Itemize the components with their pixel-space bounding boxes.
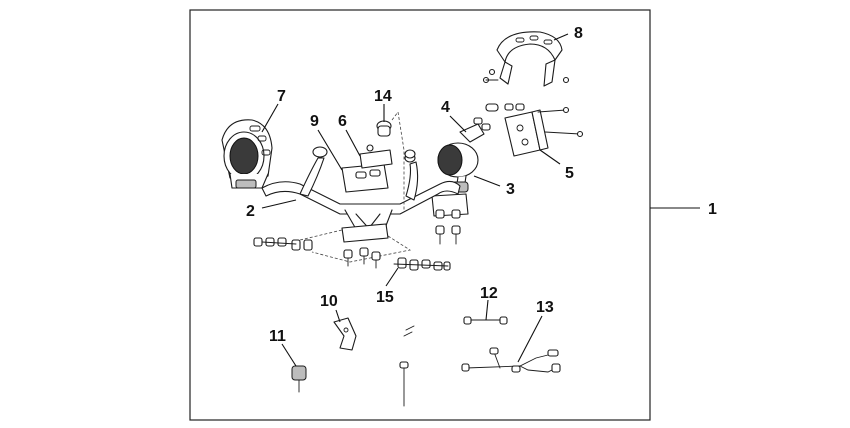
part-12-short-harness — [463, 316, 508, 325]
part-10-bracket — [333, 317, 357, 351]
part-8-lamp-guard — [482, 31, 570, 87]
part-3-fog-lamp — [437, 142, 479, 193]
part-14-rubber-mount — [376, 111, 416, 210]
callout-8: 8 — [574, 25, 583, 42]
right-mount-block — [431, 193, 469, 245]
callout-14: 14 — [374, 88, 392, 105]
part-9-center-plate — [341, 163, 389, 193]
part-15-bolts-left — [253, 237, 313, 251]
small-screws — [403, 325, 415, 337]
callouts: 1 2 3 4 5 6 7 8 9 10 11 12 13 14 15 — [246, 25, 717, 345]
callout-5: 5 — [565, 165, 574, 182]
long-bolt — [399, 361, 409, 407]
callout-4: 4 — [441, 99, 450, 116]
callout-7: 7 — [277, 88, 286, 105]
lower-mount-plate — [299, 223, 412, 263]
part-6-bracket — [359, 144, 393, 169]
callout-11: 11 — [269, 328, 286, 345]
callout-6: 6 — [338, 113, 347, 130]
callout-2: 2 — [246, 203, 255, 220]
part-13-wiring-harness — [461, 347, 561, 373]
callout-15: 15 — [376, 289, 394, 306]
diagram-frame — [189, 9, 651, 421]
part-7-lamp-with-guard — [221, 119, 273, 189]
leader-lines — [261, 33, 700, 367]
part-5-side-bracket — [485, 103, 584, 157]
part-15-bolts-right — [393, 257, 451, 271]
callout-9: 9 — [310, 113, 319, 130]
callout-3: 3 — [506, 181, 515, 198]
part-15-bolts-center — [343, 247, 381, 269]
callout-1: 1 — [708, 201, 717, 218]
callout-13: 13 — [536, 299, 554, 316]
part-4-lamp-bracket — [459, 117, 491, 143]
callout-12: 12 — [480, 285, 498, 302]
part-11-connector — [291, 365, 307, 393]
callout-10: 10 — [320, 293, 338, 310]
